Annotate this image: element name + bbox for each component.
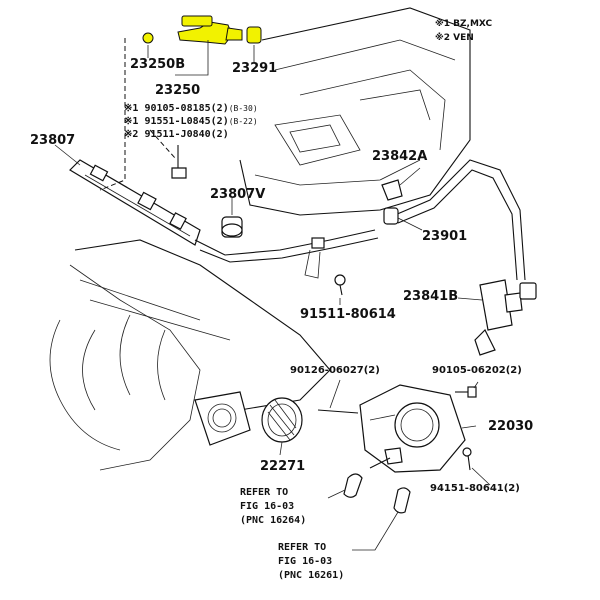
fuel-delivery-pipe	[69, 159, 379, 279]
part-label-23807[interactable]: 23807	[30, 133, 76, 148]
part-label-23291[interactable]: 23291	[232, 61, 278, 76]
part-label-23807v[interactable]: 23807V	[210, 187, 266, 202]
part-label-23842a[interactable]: 23842A	[372, 149, 428, 164]
bolt-note-2: ※1 91551-L0845(2)(B-22)	[124, 117, 258, 127]
bolt-note-2-mark: ※1	[124, 116, 139, 127]
cylinder-head-outline	[239, 7, 471, 216]
bolt-note-1-tag: (B-30)	[228, 104, 258, 113]
bolt-note-1-mark: ※1	[124, 103, 139, 114]
part-label-23901[interactable]: 23901	[422, 229, 468, 244]
bolt-note-1-number[interactable]: 90105-08185(2)	[144, 103, 229, 114]
part-label-22030[interactable]: 22030	[488, 419, 534, 434]
refer-note-1-line3: (PNC 16264)	[240, 515, 307, 526]
refer-note-1-line2[interactable]: FIG 16-03	[240, 501, 295, 512]
bolt-note-3: ※2 91511-J0840(2)	[124, 130, 229, 140]
legend-line-1: ※1 BZ,MXC	[435, 19, 493, 29]
refer-note-2-line2[interactable]: FIG 16-03	[278, 556, 333, 567]
gasket	[261, 397, 303, 443]
bolt-note-3-number[interactable]: 91511-J0840(2)	[144, 129, 229, 140]
bolt-note-1: ※1 90105-08185(2)(B-30)	[124, 104, 258, 114]
water-hose	[343, 457, 411, 514]
part-label-94151[interactable]: 94151-80641(2)	[430, 483, 520, 494]
fuel-injector	[142, 15, 262, 45]
throttle-body	[359, 384, 466, 473]
bolt-note-2-number[interactable]: 91551-L0845(2)	[144, 116, 229, 127]
screw-94151	[462, 447, 472, 471]
part-label-91511-80614[interactable]: 91511-80614	[300, 307, 396, 322]
refer-note-2-line1: REFER TO	[278, 542, 327, 553]
bolt-note-3-mark: ※2	[124, 129, 139, 140]
refer-note-2-line3: (PNC 16261)	[278, 570, 345, 581]
fuel-hose	[383, 159, 526, 281]
clip-part	[381, 179, 403, 201]
refer-note-1-line1: REFER TO	[240, 487, 289, 498]
insulator-part	[221, 216, 243, 238]
part-label-90126[interactable]: 90126-06027(2)	[290, 365, 380, 376]
injector-guide-line	[99, 38, 126, 191]
part-label-90105-06202[interactable]: 90105-06202(2)	[432, 365, 522, 376]
delivery-bolt	[171, 145, 187, 179]
intake-manifold-outline	[49, 239, 331, 471]
stud	[317, 409, 359, 414]
part-label-23250[interactable]: 23250	[155, 83, 201, 98]
bolt-91511	[334, 274, 346, 296]
part-label-22271[interactable]: 22271	[260, 459, 306, 474]
bolt-note-2-tag: (B-22)	[228, 117, 258, 126]
bolt-90105	[455, 386, 477, 398]
vsv-bracket	[474, 279, 537, 356]
leader-lines	[54, 40, 491, 551]
legend-line-2: ※2 VEN	[435, 33, 474, 43]
part-label-23250b[interactable]: 23250B	[130, 57, 186, 72]
part-label-23841b[interactable]: 23841B	[403, 289, 459, 304]
